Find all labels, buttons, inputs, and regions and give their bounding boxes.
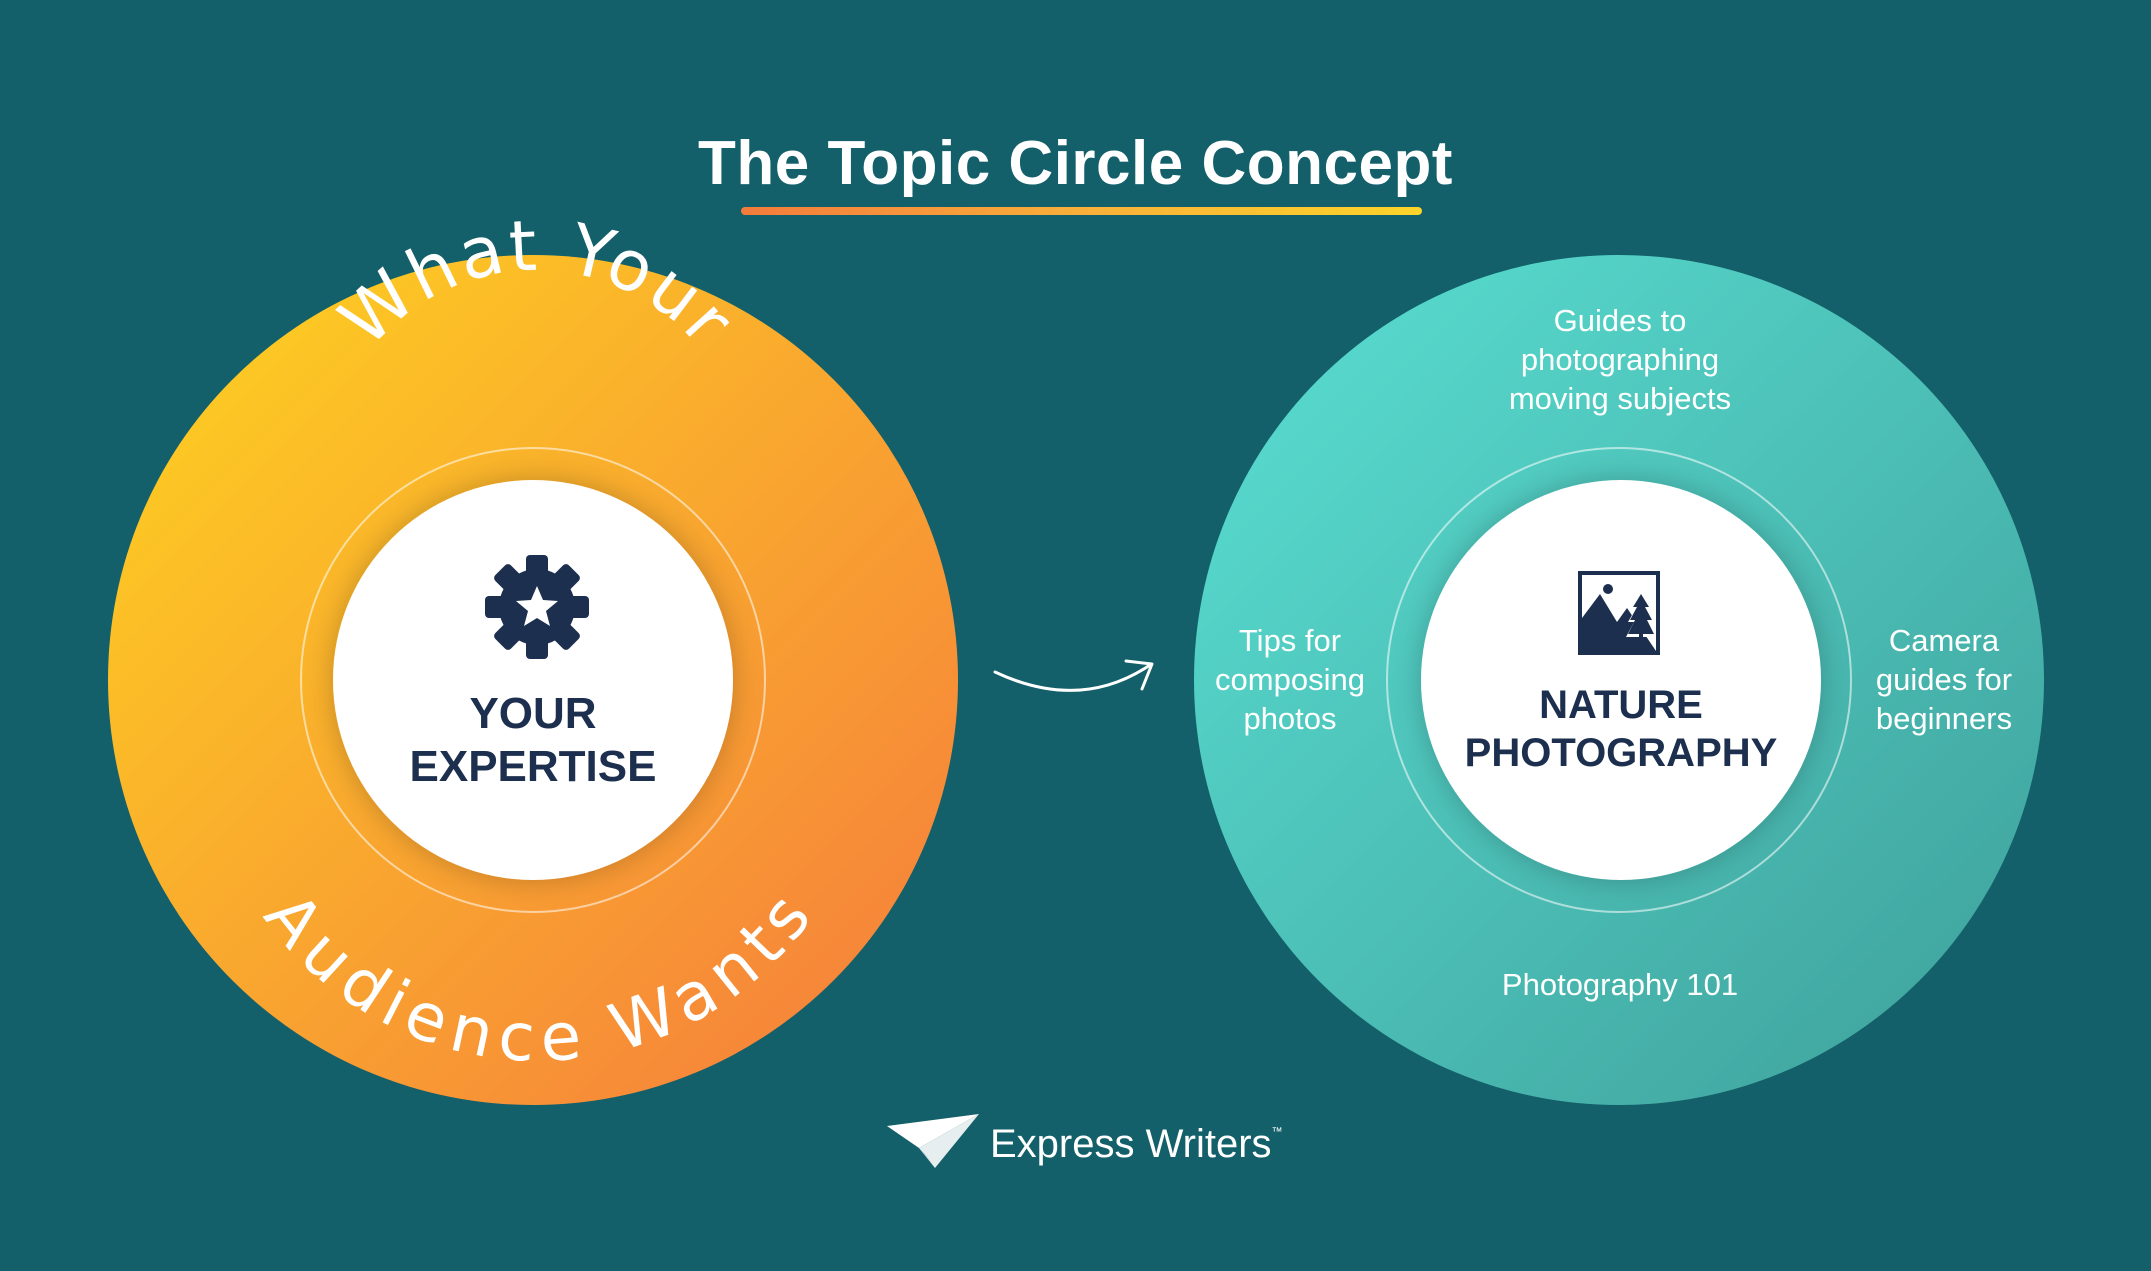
expertise-line-2: EXPERTISE	[409, 741, 657, 791]
topic-right-line-3: beginners	[1875, 700, 2013, 736]
brand-name-text: Express Writers	[990, 1122, 1272, 1166]
topic-left-line-1: Tips for	[1238, 623, 1342, 658]
expertise-circle	[333, 480, 733, 880]
topic-right-line-1: Camera	[1888, 623, 2000, 658]
paper-plane-icon	[887, 1114, 979, 1168]
nature-photography-label: NATURE PHOTOGRAPHY	[1441, 681, 1801, 777]
nature-line-1: NATURE	[1539, 683, 1703, 727]
landscape-photo-icon	[1578, 571, 1660, 655]
topic-top-line-2: photographing	[1520, 341, 1720, 377]
topic-bottom: Photography 101	[1460, 966, 1780, 1005]
topic-top-line-3: moving subjects	[1508, 380, 1732, 416]
topic-right-line-2: guides for	[1875, 661, 2013, 697]
nature-line-2: PHOTOGRAPHY	[1464, 731, 1778, 775]
nature-photography-circle	[1421, 480, 1821, 880]
topic-top-line-1: Guides to	[1553, 303, 1687, 338]
title-underline	[741, 207, 1422, 215]
nature-inner-ring	[1386, 447, 1852, 913]
gear-star-icon	[485, 555, 589, 659]
expertise-line-1: YOUR	[469, 689, 597, 738]
topic-left-line-3: photos	[1243, 700, 1337, 736]
expertise-label: YOUR EXPERTISE	[383, 688, 683, 794]
connector-arrow	[993, 659, 1154, 692]
page-title: The Topic Circle Concept	[698, 129, 1453, 198]
audience-inner-ring	[300, 447, 766, 913]
topic-top: Guides to photographing moving subjects	[1460, 302, 1780, 418]
topic-bottom-line-1: Photography 101	[1501, 967, 1739, 1002]
brand-name: Express Writers™	[990, 1122, 1283, 1167]
topic-left-line-2: composing	[1215, 661, 1365, 697]
topic-left: Tips for composing photos	[1200, 622, 1380, 738]
brand-trademark: ™	[1271, 1126, 1283, 1138]
topic-right: Camera guides for beginners	[1854, 622, 2034, 738]
